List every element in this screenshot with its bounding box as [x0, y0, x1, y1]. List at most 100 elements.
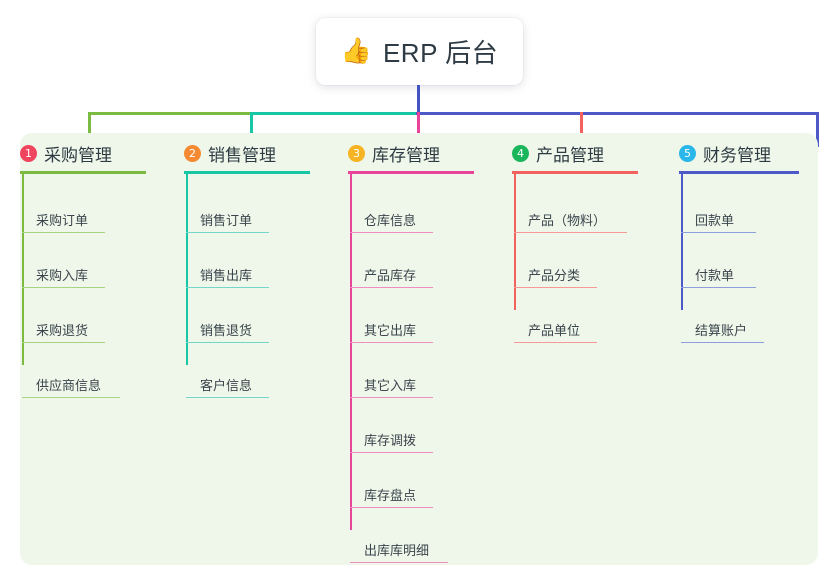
branch-title-4: 产品管理	[536, 146, 604, 165]
leaf-item-rule	[186, 396, 269, 398]
leaf-item-rule	[22, 396, 120, 398]
leaf-item[interactable]: 采购退货	[22, 315, 105, 343]
leaf-item[interactable]: 结算账户	[681, 315, 764, 343]
branch-header-rule-1	[20, 171, 146, 174]
branch-header-rule-5	[679, 171, 799, 174]
leaf-item-rule	[350, 451, 433, 453]
root-node-content: 👍 ERP 后台	[341, 33, 498, 70]
leaf-item-rule	[681, 341, 764, 343]
leaf-item[interactable]: 销售订单	[186, 205, 269, 233]
root-trunk-connector	[417, 85, 420, 114]
branch-title-2: 销售管理	[208, 146, 276, 165]
leaf-item-rule	[350, 286, 433, 288]
leaf-item-label: 采购订单	[36, 213, 89, 228]
leaf-item-label: 销售出库	[200, 268, 253, 283]
leaf-item-label: 结算账户	[695, 323, 748, 338]
drop-5	[816, 112, 819, 147]
leaf-item-rule	[514, 341, 597, 343]
leaf-item[interactable]: 其它出库	[350, 315, 433, 343]
branch-header-rule-3	[348, 171, 474, 174]
leaf-item-rule	[350, 231, 433, 233]
leaf-item[interactable]: 销售退货	[186, 315, 269, 343]
leaf-item-label: 库存调拨	[364, 433, 417, 448]
leaf-item[interactable]: 采购订单	[22, 205, 105, 233]
branch-spine-4	[514, 173, 516, 310]
branch-spine-2	[186, 173, 188, 365]
leaf-item-label: 其它入库	[364, 378, 417, 393]
leaf-item[interactable]: 出库库明细	[350, 535, 448, 563]
branch-header-4[interactable]: 4 产品管理	[512, 141, 604, 166]
branch-title-1: 采购管理	[44, 146, 112, 165]
branch-title-3: 库存管理	[372, 146, 440, 165]
leaf-item-rule	[350, 506, 433, 508]
leaf-item-label: 产品（物料）	[528, 213, 607, 228]
leaf-item-rule	[681, 231, 756, 233]
leaf-item[interactable]: 其它入库	[350, 370, 433, 398]
leaf-item-label: 其它出库	[364, 323, 417, 338]
leaf-item-label: 仓库信息	[364, 213, 417, 228]
drop-4	[580, 112, 583, 147]
root-title: ERP 后台	[382, 38, 499, 68]
leaf-item-rule	[350, 561, 448, 563]
branch-number-badge-4: 4	[512, 145, 529, 162]
leaf-item-label: 客户信息	[200, 378, 253, 393]
leaf-item-rule	[350, 341, 433, 343]
leaf-item[interactable]: 产品分类	[514, 260, 597, 288]
branch-number-badge-5: 5	[679, 145, 696, 162]
branch-header-2[interactable]: 2 销售管理	[184, 141, 276, 166]
branch-spine-5	[681, 173, 683, 310]
leaf-item-rule	[186, 231, 269, 233]
branch-number-badge-1: 1	[20, 145, 37, 162]
leaf-item-label: 出库库明细	[364, 543, 430, 558]
leaf-item-label: 回款单	[695, 213, 735, 228]
leaf-item-label: 库存盘点	[364, 488, 417, 503]
leaf-item-rule	[681, 286, 756, 288]
leaf-item-rule	[350, 396, 433, 398]
branch-column-1: 1 采购管理采购订单采购入库采购退货供应商信息	[20, 133, 180, 565]
leaf-item-rule	[22, 286, 105, 288]
segment-teal	[250, 112, 417, 115]
leaf-item-rule	[22, 231, 105, 233]
drop-3	[417, 112, 420, 147]
leaf-item-label: 产品单位	[528, 323, 581, 338]
branch-spine-3	[350, 173, 352, 530]
leaf-item[interactable]: 库存盘点	[350, 480, 433, 508]
leaf-item[interactable]: 付款单	[681, 260, 756, 288]
thumbs-up-icon: 👍	[340, 37, 372, 65]
leaf-item[interactable]: 供应商信息	[22, 370, 120, 398]
branch-title-5: 财务管理	[703, 146, 771, 165]
branch-header-3[interactable]: 3 库存管理	[348, 141, 440, 166]
leaf-item-rule	[22, 341, 105, 343]
leaf-item[interactable]: 产品库存	[350, 260, 433, 288]
leaf-item-rule	[186, 341, 269, 343]
leaf-item-label: 产品分类	[528, 268, 581, 283]
drop-2	[250, 112, 253, 147]
leaf-item[interactable]: 销售出库	[186, 260, 269, 288]
leaf-item[interactable]: 库存调拨	[350, 425, 433, 453]
branch-column-2: 2 销售管理销售订单销售出库销售退货客户信息	[184, 133, 344, 565]
leaf-item-label: 采购退货	[36, 323, 89, 338]
leaf-item-label: 供应商信息	[36, 378, 102, 393]
branch-spine-1	[22, 173, 24, 365]
leaf-item[interactable]: 客户信息	[186, 370, 269, 398]
drop-1	[88, 112, 91, 147]
branch-number-badge-2: 2	[184, 145, 201, 162]
branch-header-1[interactable]: 1 采购管理	[20, 141, 112, 166]
branch-header-rule-4	[512, 171, 638, 174]
branch-number-badge-3: 3	[348, 145, 365, 162]
root-node[interactable]: 👍 ERP 后台	[316, 18, 523, 85]
leaf-item-label: 产品库存	[364, 268, 417, 283]
leaf-item-label: 采购入库	[36, 268, 89, 283]
leaf-item[interactable]: 产品（物料）	[514, 205, 627, 233]
leaf-item-rule	[514, 286, 597, 288]
leaf-item-label: 销售订单	[200, 213, 253, 228]
leaf-item[interactable]: 产品单位	[514, 315, 597, 343]
leaf-item-rule	[186, 286, 269, 288]
branch-column-4: 4 产品管理产品（物料） 产品分类产品单位	[512, 133, 672, 565]
leaf-item[interactable]: 回款单	[681, 205, 756, 233]
leaf-item-label: 付款单	[695, 268, 735, 283]
leaf-item[interactable]: 采购入库	[22, 260, 105, 288]
leaf-item[interactable]: 仓库信息	[350, 205, 433, 233]
branch-header-5[interactable]: 5 财务管理	[679, 141, 771, 166]
